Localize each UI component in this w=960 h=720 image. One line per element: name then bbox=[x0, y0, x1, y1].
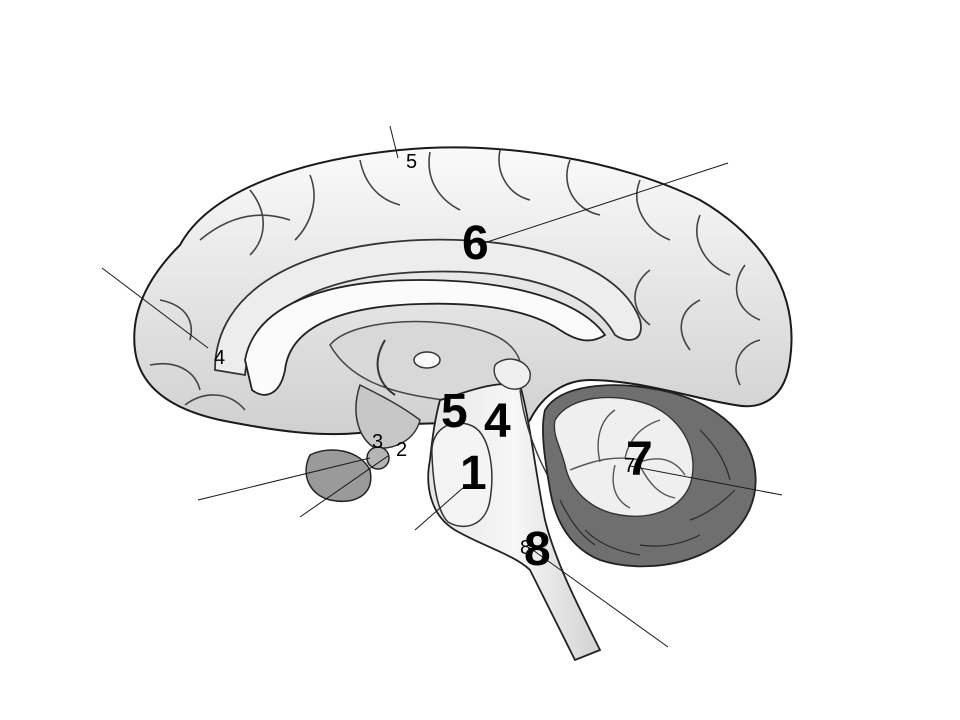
cerebellum-white-matter bbox=[553, 396, 694, 517]
leader-line-5 bbox=[389, 125, 399, 159]
leader-line-7 bbox=[629, 465, 783, 496]
label-small-3: 3 bbox=[372, 431, 384, 453]
label-big-7: 7 bbox=[626, 433, 653, 486]
fornix bbox=[376, 339, 396, 396]
label-small-5: 5 bbox=[406, 151, 418, 173]
label-big-5: 5 bbox=[441, 385, 468, 438]
leader-line-8 bbox=[529, 547, 669, 648]
corpus-callosum bbox=[244, 279, 607, 396]
temporal-lobe bbox=[305, 449, 372, 502]
label-small-8: 8 bbox=[520, 537, 532, 559]
label-small-7: 7 bbox=[624, 455, 636, 477]
label-big-8: 8 bbox=[524, 523, 551, 576]
label-small-4: 4 bbox=[214, 347, 226, 369]
label-big-6: 6 bbox=[462, 217, 489, 270]
label-big-1: 1 bbox=[460, 447, 487, 500]
leader-line-1 bbox=[414, 486, 465, 531]
label-small-2: 2 bbox=[396, 439, 408, 461]
interthalamic-adhesion bbox=[413, 351, 441, 369]
pituitary bbox=[366, 446, 390, 470]
hypothalamus-area bbox=[355, 383, 421, 449]
cerebellar-folia bbox=[559, 429, 736, 556]
arbor-vitae bbox=[569, 409, 686, 509]
tectum bbox=[493, 358, 531, 390]
label-big-4: 4 bbox=[484, 395, 511, 448]
leader-lines bbox=[101, 125, 783, 648]
leader-line-6 bbox=[477, 162, 729, 246]
leader-line-4 bbox=[101, 267, 209, 349]
leader-line-3 bbox=[197, 457, 371, 501]
cingulate-gyrus bbox=[214, 238, 642, 377]
leader-line-2 bbox=[299, 455, 389, 518]
